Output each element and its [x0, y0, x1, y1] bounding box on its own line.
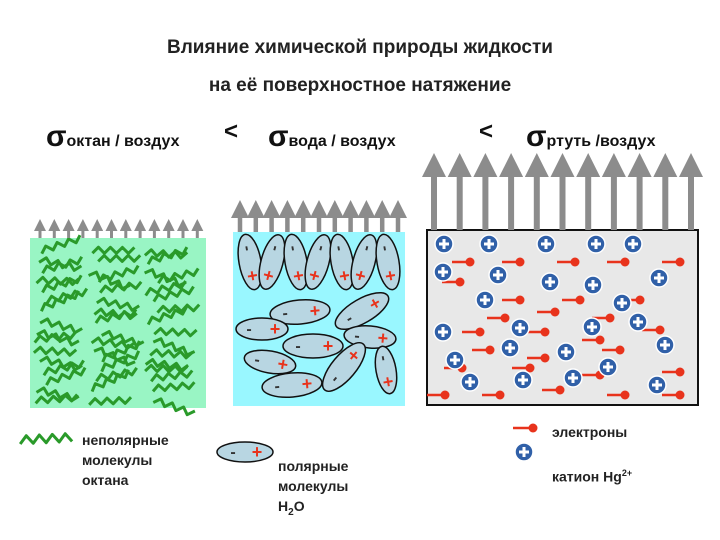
electron-dot [571, 258, 580, 267]
plus-sign: + [252, 442, 263, 462]
legend-octane-zigzag [20, 434, 72, 444]
cation-hg [515, 443, 533, 461]
cation-hg [584, 276, 602, 294]
electron-dot [596, 336, 605, 345]
cation-hg [446, 351, 464, 369]
water-box: -+-+-+-+-+-+-+-+-+-+-+-+-+-+-+-+ [233, 232, 405, 406]
cation-hg [599, 358, 617, 376]
cation-hg [564, 369, 582, 387]
electron-dot [621, 391, 630, 400]
cation-hg [537, 235, 555, 253]
cation-hg [501, 339, 519, 357]
cation-hg [514, 371, 532, 389]
electron-dot [541, 328, 550, 337]
legend-cation-text: катион Hg2+ [552, 443, 632, 487]
surface-tension-arrows [40, 165, 691, 238]
cation-hg [587, 235, 605, 253]
water-molecule: -+ [236, 318, 288, 340]
cation-hg [656, 336, 674, 354]
electron-dot [501, 314, 510, 323]
electron-dot [656, 326, 665, 335]
water-molecule-body [283, 334, 343, 358]
cation-hg [476, 291, 494, 309]
electron-dot [621, 258, 630, 267]
cation-hg [461, 373, 479, 391]
electron-dot [486, 346, 495, 355]
electron-dot [676, 368, 685, 377]
water-molecule: -+ [283, 334, 343, 358]
cation-hg [557, 343, 575, 361]
legend-water-molecule: -+ [217, 442, 273, 462]
cation-hg [434, 263, 452, 281]
electron-dot [676, 258, 685, 267]
plus-sign: + [270, 319, 281, 339]
electron-dot [516, 296, 525, 305]
cation-hg [480, 235, 498, 253]
mercury-box [427, 230, 698, 405]
minus-sign: - [295, 338, 300, 355]
cation-hg [650, 269, 668, 287]
electron-dot [456, 278, 465, 287]
plus-sign: + [377, 328, 389, 349]
electron-dot [476, 328, 485, 337]
electron-dot [616, 346, 625, 355]
cation-hg [541, 273, 559, 291]
cation-hg [489, 266, 507, 284]
electron-dot [576, 296, 585, 305]
minus-sign: - [230, 444, 235, 461]
electron-dot [551, 308, 560, 317]
cation-hg [629, 313, 647, 331]
minus-sign: - [246, 321, 251, 338]
cation-hg [435, 235, 453, 253]
legend-octane-text: неполярные молекулы октана [82, 430, 169, 490]
electron-dot [636, 296, 645, 305]
cation-hg [511, 319, 529, 337]
plus-sign: + [301, 373, 313, 394]
plus-sign: + [309, 300, 321, 321]
legend-molecule-body [217, 442, 273, 462]
electron-dot [529, 424, 538, 433]
plus-sign: + [323, 336, 334, 356]
electron-dot [496, 391, 505, 400]
electron-dot [466, 258, 475, 267]
electron-dot [516, 258, 525, 267]
electron-dot [441, 391, 450, 400]
cation-hg [583, 318, 601, 336]
cation-hg [434, 323, 452, 341]
cation-hg [648, 376, 666, 394]
electron-dot [676, 391, 685, 400]
cation-hg [613, 294, 631, 312]
electron [513, 424, 538, 433]
electron-dot [606, 314, 615, 323]
legend-electrons-text: электроны [552, 422, 627, 442]
octane-box [30, 235, 206, 415]
electron-dot [556, 386, 565, 395]
electron-dot [541, 354, 550, 363]
cation-hg [624, 235, 642, 253]
